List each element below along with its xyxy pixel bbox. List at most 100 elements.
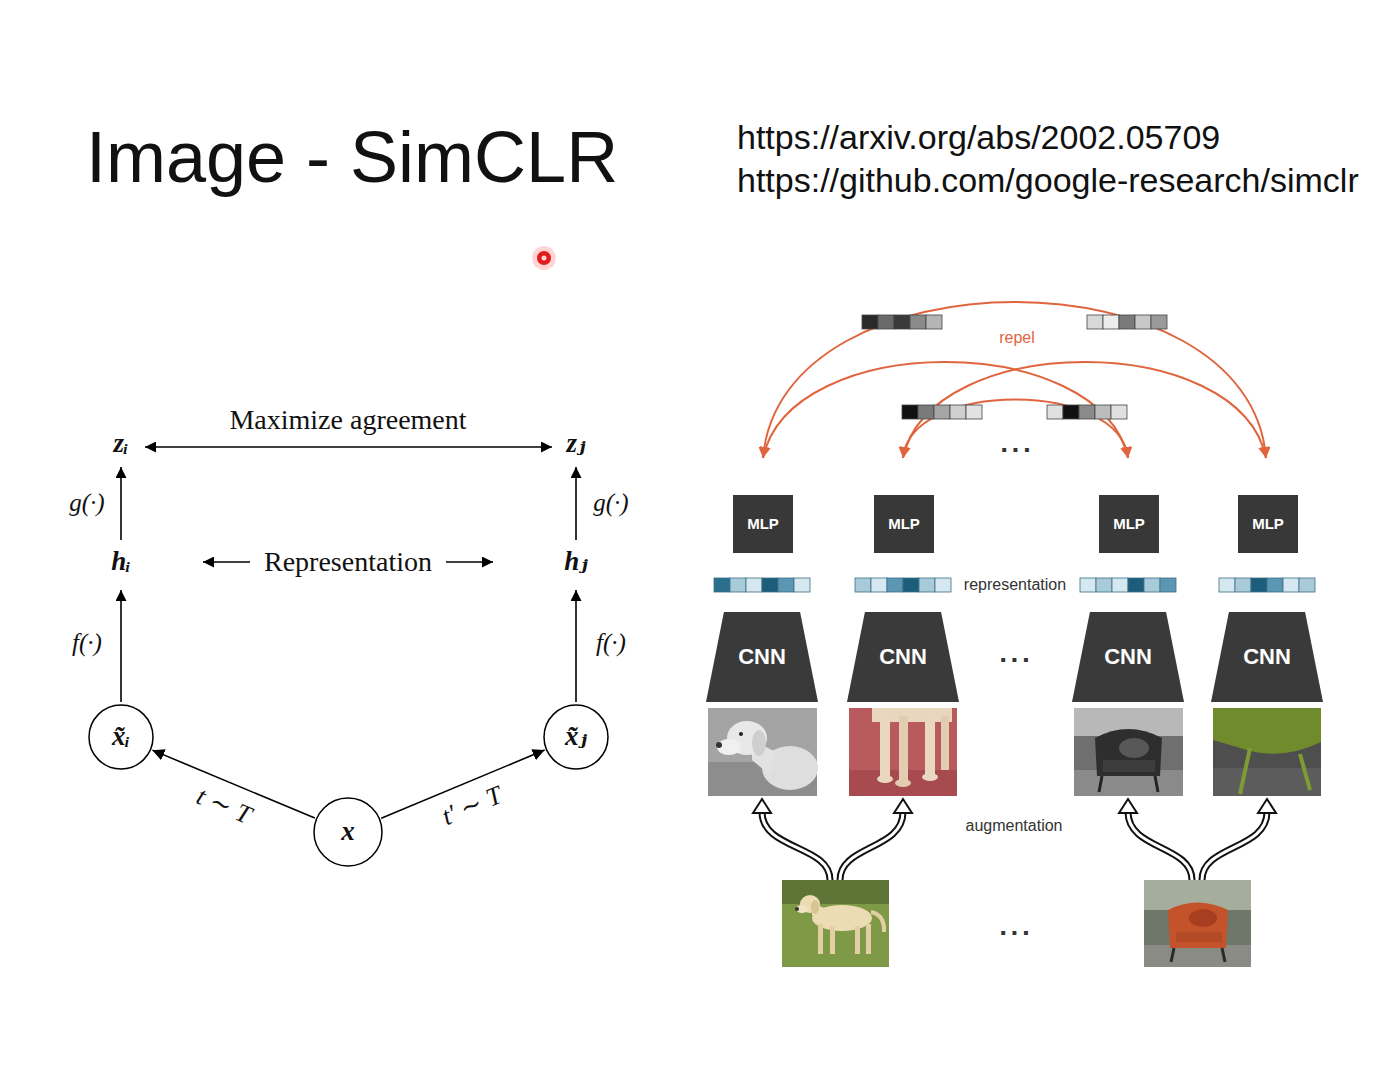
function-label: f(·) bbox=[72, 629, 102, 658]
dog-leg bbox=[855, 926, 860, 954]
chair-leg bbox=[1155, 776, 1158, 792]
representation-label: representation bbox=[964, 576, 1066, 594]
double-arrow-inner bbox=[840, 812, 903, 880]
view-circle: x̃ᵢ bbox=[88, 704, 154, 770]
double-arrow-outer bbox=[840, 812, 903, 880]
math-symbol: x bbox=[341, 816, 355, 847]
representation-arrow bbox=[203, 561, 250, 562]
augmented-image bbox=[1074, 708, 1183, 796]
circle-outline bbox=[89, 705, 153, 769]
open-arrow-head bbox=[894, 799, 912, 813]
cnn-trapezoid: CNN bbox=[1072, 612, 1184, 702]
chair-leg bbox=[1099, 776, 1102, 792]
slide-title: Image - SimCLR bbox=[86, 116, 618, 199]
dog-nose bbox=[795, 907, 799, 911]
vector-cell bbox=[934, 405, 950, 419]
cnn-label: CNN bbox=[738, 644, 786, 669]
representation-vector bbox=[714, 578, 810, 592]
embedding-vector bbox=[1087, 315, 1167, 329]
dog-leg bbox=[830, 926, 835, 954]
encoder-arrow bbox=[575, 590, 577, 702]
representation-symbol: hⱼ bbox=[564, 546, 587, 577]
function-label: g(·) bbox=[69, 489, 104, 518]
vector-cell bbox=[919, 578, 935, 592]
mlp-box: MLP bbox=[1238, 495, 1298, 553]
vector-cell bbox=[878, 315, 894, 329]
repel-arc bbox=[763, 362, 1128, 458]
representation-vector bbox=[1080, 578, 1176, 592]
mlp-box: MLP bbox=[1099, 495, 1159, 553]
math-symbol: x̃ⱼ bbox=[565, 721, 587, 752]
dog-nose bbox=[716, 742, 722, 748]
trapezoid-shape bbox=[1072, 612, 1184, 702]
vector-cell bbox=[902, 405, 918, 419]
projection-symbol: zᵢ bbox=[113, 428, 128, 459]
box-shape bbox=[1099, 495, 1159, 553]
image-background bbox=[849, 708, 957, 796]
representation-vector bbox=[855, 578, 951, 592]
chair-leg bbox=[1171, 948, 1174, 962]
augmented-image bbox=[1213, 708, 1321, 796]
vector-cell bbox=[762, 578, 778, 592]
dog-leg bbox=[925, 716, 935, 776]
circle-outline bbox=[314, 798, 382, 866]
chair-seat bbox=[1176, 932, 1222, 942]
vector-cell bbox=[1160, 578, 1176, 592]
vector-cell bbox=[871, 578, 887, 592]
embedding-vector bbox=[902, 405, 982, 419]
dog-ear bbox=[811, 900, 819, 914]
vector-cell bbox=[1144, 578, 1160, 592]
vector-cell bbox=[1219, 578, 1235, 592]
chair-part bbox=[1213, 708, 1321, 754]
open-arrow-head bbox=[753, 799, 771, 813]
dog-leg bbox=[941, 716, 949, 770]
double-arrow-inner bbox=[1202, 812, 1267, 880]
input-circle: x bbox=[313, 797, 383, 867]
chair-leg bbox=[1300, 754, 1310, 790]
mlp-label: MLP bbox=[1252, 515, 1284, 532]
vector-cell bbox=[1151, 315, 1167, 329]
edge-label: t ∼ T bbox=[191, 781, 258, 832]
cnn-label: CNN bbox=[1104, 644, 1152, 669]
pointer-dot bbox=[537, 251, 551, 265]
image-background bbox=[1074, 708, 1183, 796]
image-background bbox=[708, 708, 817, 796]
vector-cell bbox=[966, 405, 982, 419]
vector-cell bbox=[1283, 578, 1299, 592]
vector-cell bbox=[862, 315, 878, 329]
vector-cell bbox=[950, 405, 966, 419]
vector-cell bbox=[918, 405, 934, 419]
encoder-arrow bbox=[120, 590, 122, 702]
dog-ear bbox=[752, 730, 766, 756]
chair-seat bbox=[1103, 760, 1155, 772]
code-url: https://github.com/google-research/simcl… bbox=[737, 161, 1359, 200]
repel-arc bbox=[763, 302, 1266, 458]
vector-cell bbox=[1235, 578, 1251, 592]
vector-cell bbox=[1103, 315, 1119, 329]
image-hedge bbox=[782, 880, 889, 904]
image-ground bbox=[1144, 945, 1251, 967]
vector-cell bbox=[1096, 578, 1112, 592]
trapezoid-shape bbox=[847, 612, 959, 702]
cnn-label: CNN bbox=[1243, 644, 1291, 669]
chair-cushion bbox=[1119, 738, 1149, 758]
vector-cell bbox=[1112, 578, 1128, 592]
mlp-box: MLP bbox=[874, 495, 934, 553]
trapezoid-shape bbox=[1211, 612, 1323, 702]
ellipsis: ... bbox=[999, 642, 1033, 667]
vector-cell bbox=[1111, 405, 1127, 419]
image-background bbox=[1144, 880, 1251, 967]
vector-cell bbox=[1087, 315, 1103, 329]
image-background bbox=[782, 880, 889, 967]
dog-eye bbox=[739, 732, 743, 736]
vector-cell bbox=[1267, 578, 1283, 592]
dog-leg bbox=[866, 924, 871, 954]
circle-outline bbox=[544, 705, 608, 769]
mlp-label: MLP bbox=[1113, 515, 1145, 532]
box-shape bbox=[874, 495, 934, 553]
chair-body bbox=[1168, 903, 1228, 949]
vector-cell bbox=[730, 578, 746, 592]
dog-paw bbox=[895, 779, 911, 787]
projection-arrow bbox=[120, 467, 122, 540]
